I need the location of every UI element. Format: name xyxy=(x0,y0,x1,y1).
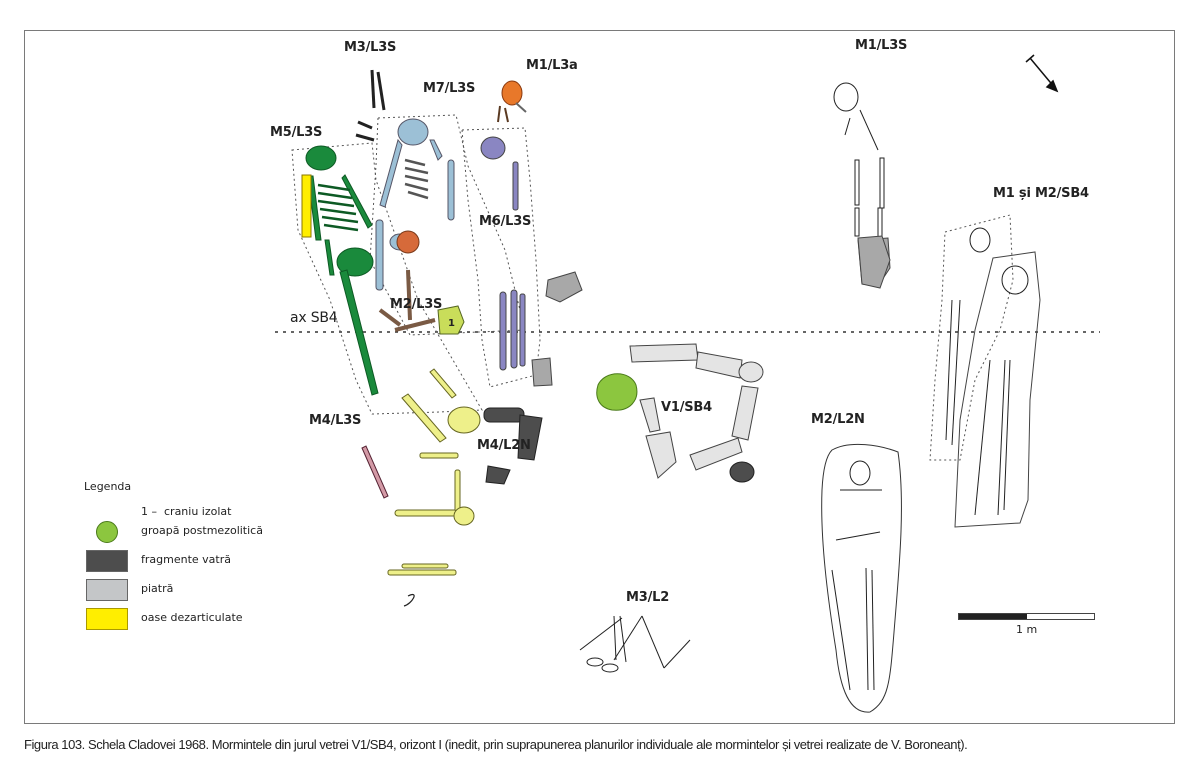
skeleton-m7-ribs xyxy=(404,158,429,200)
grave-outline-m7 xyxy=(369,114,526,336)
skeleton-m1-l3s xyxy=(833,82,885,239)
label-m1-l3a: M1/L3a xyxy=(526,58,578,73)
grave-outline-m5 xyxy=(291,142,483,415)
legend-label: groapă postmezolitică xyxy=(141,524,263,537)
label-m3-l2: M3/L2 xyxy=(626,590,670,605)
label-m1-m2-sb4: M1 și M2/SB4 xyxy=(993,186,1089,201)
skeleton-m1-l3a xyxy=(497,80,527,123)
skeleton-m4-l3s xyxy=(361,445,389,499)
scale-bar xyxy=(958,613,1095,620)
legend-label: craniu izolat xyxy=(164,505,232,518)
label-m4-l3s: M4/L3S xyxy=(309,413,362,428)
grave-outline-m2-l2n xyxy=(821,443,902,713)
figure-frame xyxy=(24,30,1175,724)
legend-item-isolated-skull: 1 – craniu izolat xyxy=(84,502,324,524)
skeletons-m1-m2-sb4 xyxy=(945,227,1029,516)
legend-item-stone: piatră xyxy=(84,579,324,601)
scale-bar-label: 1 m xyxy=(1016,623,1038,636)
hearth-fragments xyxy=(483,407,755,485)
legend-symbol: 1 – xyxy=(141,505,157,518)
skeleton-m3-l2 xyxy=(579,615,691,673)
figure-caption: Figura 103. Schela Cladovei 1968. Mormin… xyxy=(24,737,968,752)
post-mesolithic-pit xyxy=(596,373,638,411)
skeleton-m6-l3s xyxy=(480,136,526,371)
legend-label: oase dezarticulate xyxy=(141,611,243,624)
label-m4-l2n: M4/L2N xyxy=(477,438,531,453)
label-m2-l2n: M2/L2N xyxy=(811,412,865,427)
legend-swatch-bones xyxy=(86,608,128,630)
legend-swatch-hearth xyxy=(86,550,128,572)
legend-label: piatră xyxy=(141,582,174,595)
label-m3-l3s: M3/L3S xyxy=(344,40,397,55)
isolated-skull-number: 1 xyxy=(448,318,455,329)
axis-sb4-label: ax SB4 xyxy=(290,310,338,326)
legend-item-hearth-fragments: fragmente vatră xyxy=(84,550,324,572)
skeleton-m2-l2n xyxy=(831,460,882,691)
label-m1-l3s: M1/L3S xyxy=(855,38,908,53)
grave-outline-m1-sb4 xyxy=(929,214,1014,461)
skeleton-m5-ribs xyxy=(317,183,359,232)
skeleton-m7-l3s xyxy=(375,118,455,291)
label-m2-l3s: M2/L3S xyxy=(390,297,443,312)
legend-swatch-pit xyxy=(96,521,118,543)
grave-outline-m2-sb4 xyxy=(954,251,1041,528)
skeleton-m3-l3s xyxy=(355,69,386,142)
label-v1-sb4: V1/SB4 xyxy=(661,400,712,415)
skull-m2-l3s xyxy=(396,230,420,254)
skeleton-m2-l3s xyxy=(378,269,436,332)
skeleton-m4-l2n xyxy=(387,368,481,576)
stone-m1-l3s xyxy=(857,235,891,289)
label-m7-l3s: M7/L3S xyxy=(423,81,476,96)
bone-fragment xyxy=(403,594,415,607)
legend-title: Legenda xyxy=(84,480,132,493)
isolated-skull-1: 1 xyxy=(437,305,465,335)
legend-item-pit: groapă postmezolitică xyxy=(84,521,324,543)
skeleton-m5-l3s xyxy=(305,145,379,396)
legend-label: fragmente vatră xyxy=(141,553,231,566)
legend-swatch-stone xyxy=(86,579,128,601)
disarticulated-bone-m5 xyxy=(301,174,312,238)
hearth-v1-sb4 xyxy=(629,343,764,479)
north-arrow-icon xyxy=(1025,54,1059,93)
label-m5-l3s: M5/L3S xyxy=(270,125,323,140)
legend-item-disarticulated-bones: oase dezarticulate xyxy=(84,608,324,630)
label-m6-l3s: M6/L3S xyxy=(479,214,532,229)
